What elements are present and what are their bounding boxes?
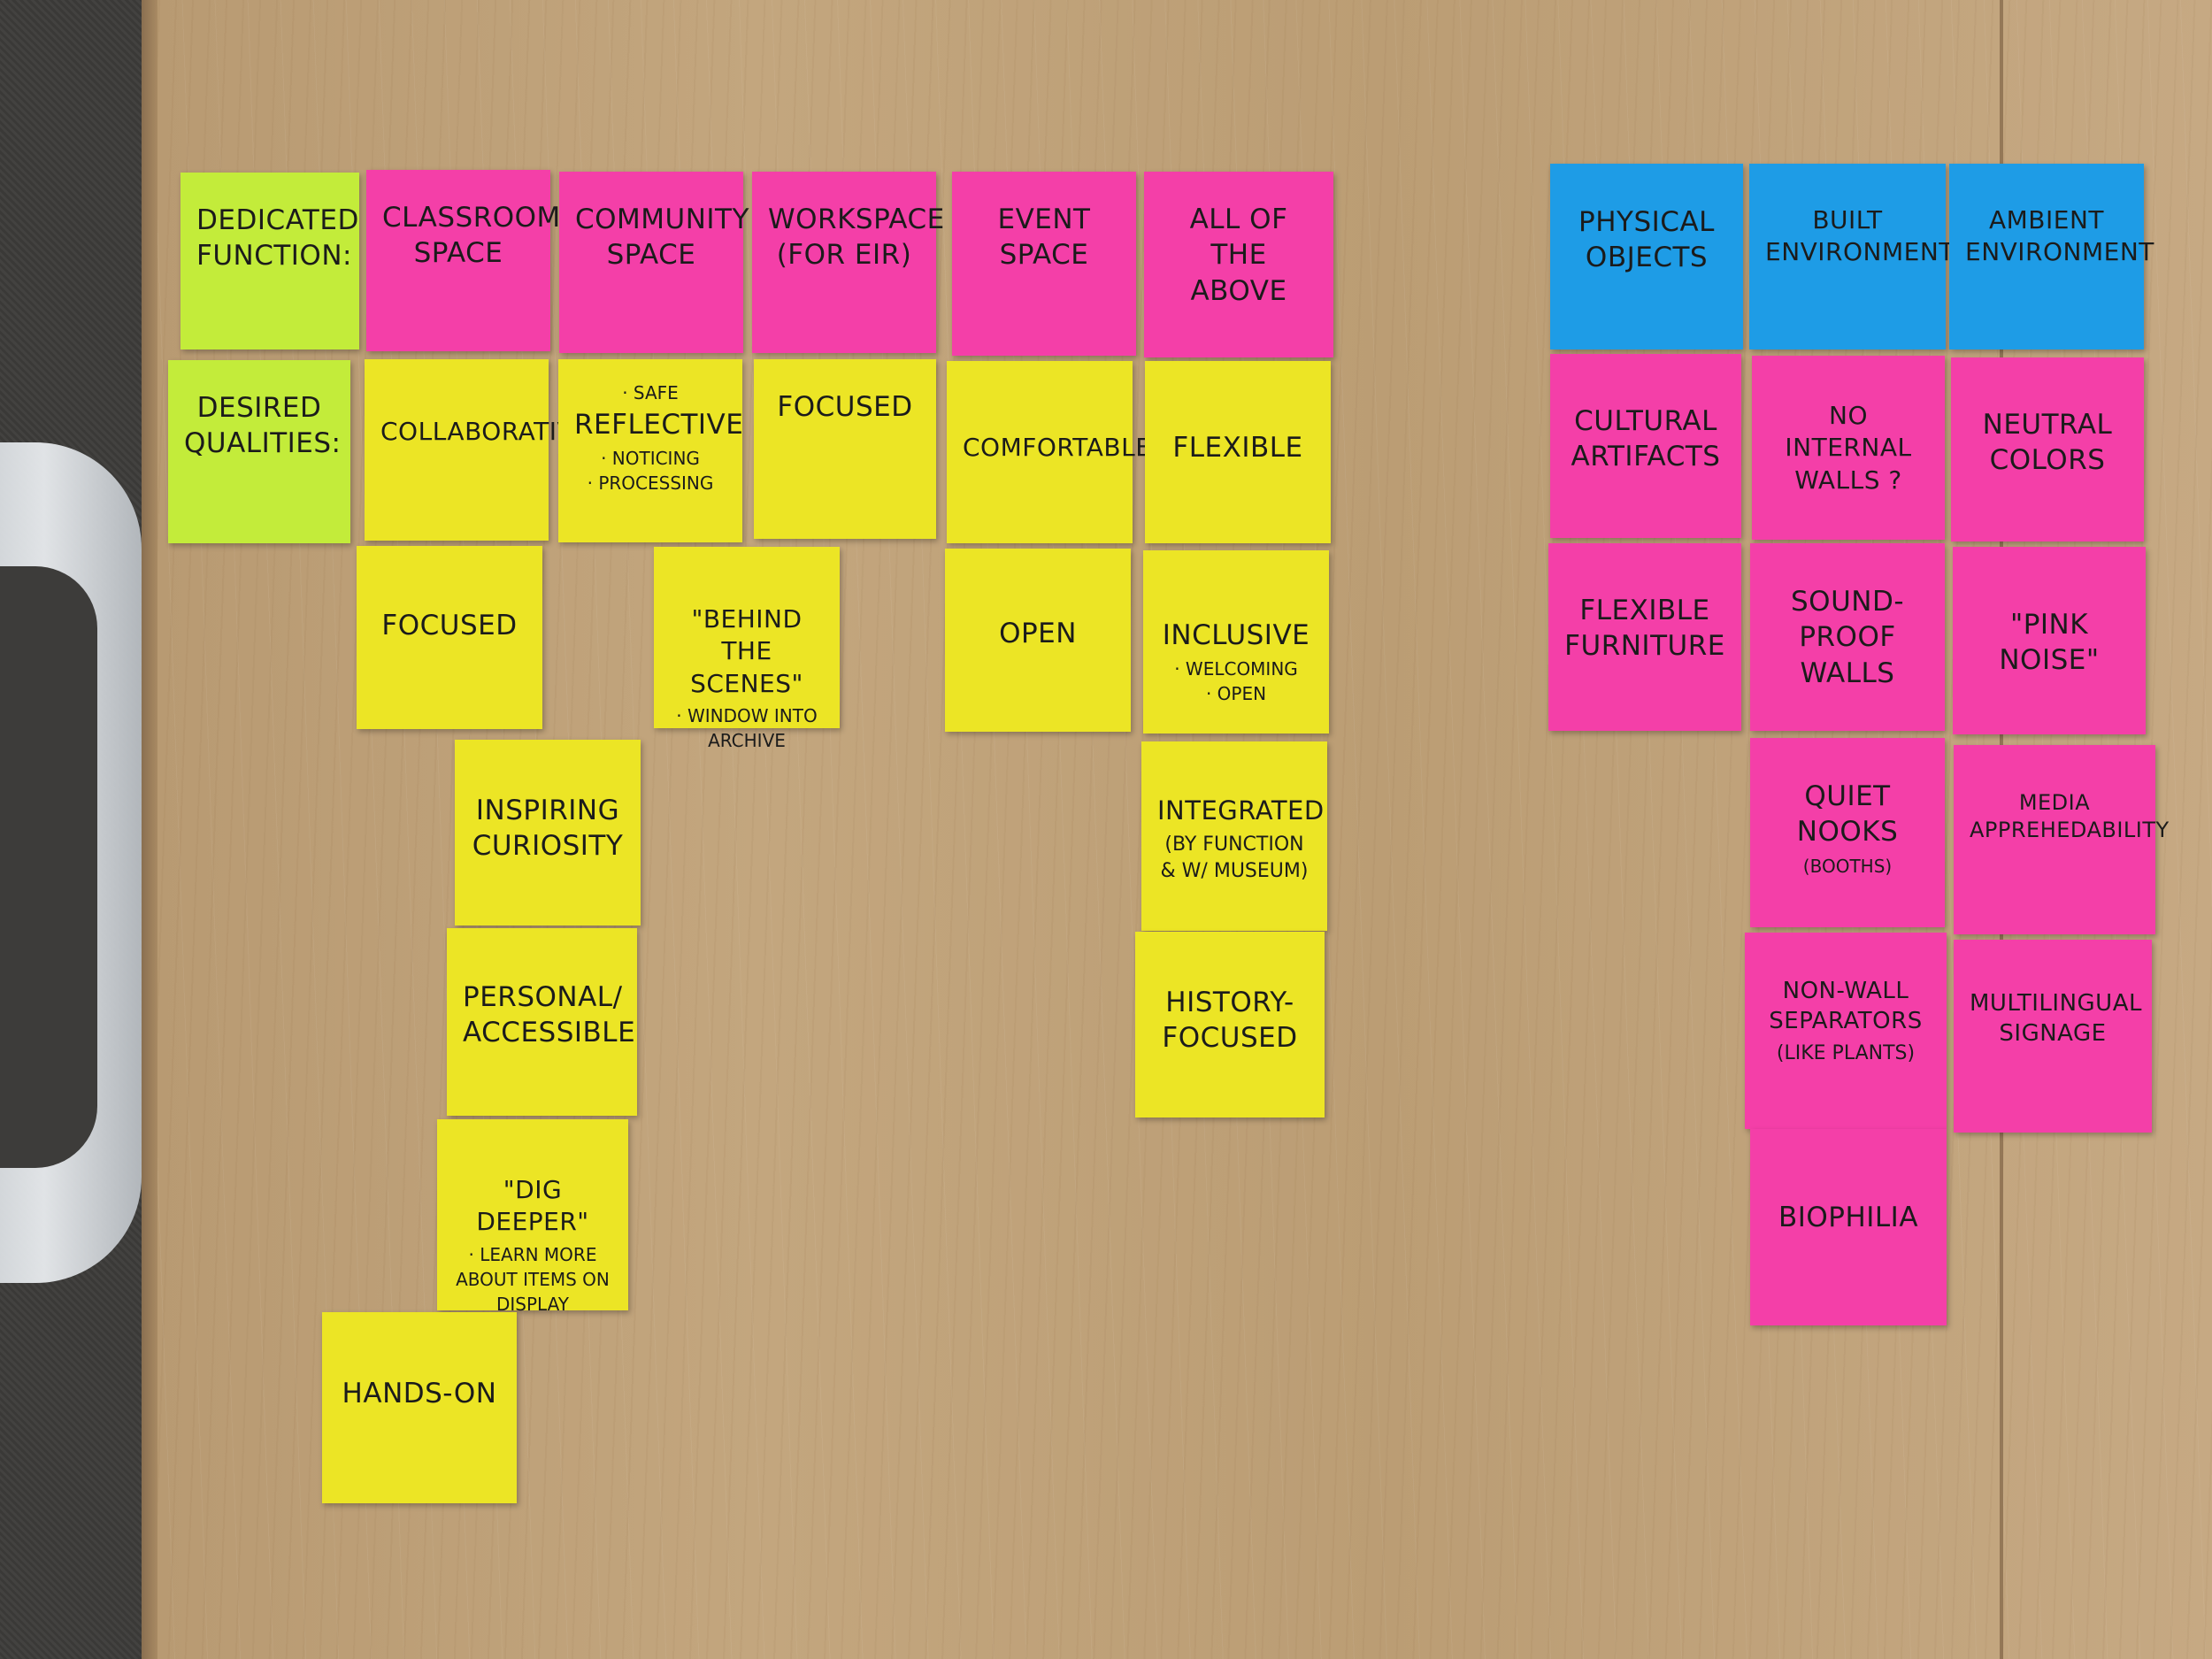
- sticky-note-inclusive: Inclusive · Welcoming · Open: [1143, 550, 1329, 733]
- sticky-note-workspace-focused: Focused: [754, 359, 936, 539]
- note-subtext: (like plants): [1761, 1041, 1931, 1068]
- note-text: Cultural Artifacts: [1566, 403, 1725, 475]
- note-text: Personal/ Accessible: [463, 979, 621, 1051]
- note-text: Inclusive: [1159, 618, 1313, 653]
- sticky-note-desired-qualities: Desired Qualities:: [168, 360, 350, 543]
- note-text: Focused: [373, 608, 526, 643]
- sticky-note-pink-noise: "Pink Noise": [1953, 547, 2146, 734]
- sticky-note-collaborative: Collaborative: [365, 359, 549, 541]
- sticky-note-media-apprehedability: Media Apprehedability: [1954, 745, 2155, 934]
- note-text: Focused: [770, 389, 920, 425]
- note-subtext: · Learn more about items on display: [453, 1242, 612, 1317]
- sticky-note-cultural-artifacts: Cultural Artifacts: [1550, 354, 1741, 538]
- note-text: Quiet Nooks: [1766, 779, 1929, 850]
- table-edge: [142, 0, 157, 1659]
- note-text: Media Apprehedability: [1970, 789, 2139, 844]
- sticky-note-classroom-space: Classroom Space: [366, 170, 550, 351]
- note-text: "Behind the Scenes": [670, 603, 824, 700]
- note-text: All of the Above: [1160, 202, 1317, 309]
- note-text: Physical Objects: [1566, 204, 1727, 276]
- sticky-note-dig-deeper: "Dig Deeper" · Learn more about items on…: [437, 1119, 628, 1310]
- note-subtext: · Noticing · Processing: [574, 446, 726, 495]
- sticky-note-dedicated-function: Dedicated Function:: [180, 173, 359, 349]
- note-text: Workspace (for EIR): [768, 202, 920, 273]
- note-text: Ambient Environment: [1965, 204, 2128, 269]
- note-text: "Dig Deeper": [453, 1174, 612, 1239]
- note-text: Open: [961, 616, 1115, 651]
- sticky-note-flexible: Flexible: [1145, 361, 1331, 543]
- note-text: Multilingual Signage: [1970, 989, 2136, 1049]
- note-text: Neutral Colors: [1967, 407, 2128, 479]
- note-text: Desired Qualities:: [184, 390, 334, 462]
- sticky-note-no-internal-walls: No Internal Walls ?: [1752, 356, 1945, 540]
- note-text: Flexible: [1161, 430, 1315, 465]
- note-text: Non-Wall Separators: [1761, 977, 1931, 1037]
- sticky-note-ambient-environment: Ambient Environment: [1949, 164, 2144, 349]
- note-text: History- Focused: [1151, 985, 1309, 1056]
- note-text: Event Space: [968, 202, 1120, 273]
- note-text: "Pink Noise": [1969, 607, 2130, 679]
- sticky-note-biophilia: Biophilia: [1750, 1129, 1947, 1325]
- note-subtext: · Welcoming · Open: [1159, 657, 1313, 706]
- sticky-note-soundproof-walls: Sound- Proof Walls: [1750, 543, 1945, 731]
- sticky-note-quiet-nooks: Quiet Nooks (Booths): [1750, 738, 1945, 927]
- note-text: No Internal Walls ?: [1768, 400, 1929, 496]
- note-subtext: (Booths): [1766, 854, 1929, 879]
- note-text: Reflective: [574, 407, 726, 442]
- note-text: Sound- Proof Walls: [1766, 584, 1929, 691]
- sticky-note-built-environment: Built Environment: [1749, 164, 1946, 349]
- sticky-note-personal-accessible: Personal/ Accessible: [447, 928, 637, 1116]
- sticky-note-comfortable: Comfortable: [947, 361, 1133, 543]
- sticky-note-history-focused: History- Focused: [1135, 932, 1325, 1118]
- note-text: Flexible Furniture: [1564, 593, 1725, 664]
- note-text: Integrated: [1157, 795, 1311, 828]
- sticky-note-multilingual-signage: Multilingual Signage: [1954, 940, 2152, 1133]
- sticky-note-neutral-colors: Neutral Colors: [1951, 357, 2144, 541]
- note-subtext: · Window into archive: [670, 703, 824, 753]
- sticky-note-behind-the-scenes: "Behind the Scenes" · Window into archiv…: [654, 547, 840, 728]
- sticky-note-classroom-focused: Focused: [357, 546, 542, 729]
- note-text: Biophilia: [1766, 1200, 1931, 1235]
- note-text: Classroom Space: [382, 200, 534, 272]
- note-text: Hands-On: [338, 1376, 501, 1411]
- sticky-note-workspace: Workspace (for EIR): [752, 172, 936, 353]
- sticky-note-physical-objects: Physical Objects: [1550, 164, 1743, 349]
- note-text: Inspiring Curiosity: [471, 793, 625, 864]
- sticky-note-integrated: Integrated (by function & w/ museum): [1141, 741, 1327, 931]
- sticky-note-flexible-furniture: Flexible Furniture: [1548, 543, 1741, 731]
- sticky-note-event-space: Event Space: [952, 172, 1136, 356]
- note-subtext: · Safe: [574, 380, 726, 405]
- sticky-note-all-of-the-above: All of the Above: [1144, 172, 1333, 357]
- note-text: Community Space: [575, 202, 727, 273]
- sticky-note-community-space: Community Space: [559, 172, 743, 353]
- sticky-note-non-wall-separators: Non-Wall Separators (like plants): [1745, 933, 1947, 1129]
- note-subtext: (by function & w/ museum): [1157, 832, 1311, 887]
- note-text: Built Environment: [1765, 204, 1930, 269]
- sticky-note-reflective: · Safe Reflective · Noticing · Processin…: [558, 359, 742, 542]
- chair-gap: [0, 566, 97, 1168]
- note-text: Comfortable: [963, 432, 1117, 464]
- note-text: Collaborative: [380, 416, 533, 448]
- note-text: Dedicated Function:: [196, 203, 343, 274]
- sticky-note-inspiring-curiosity: Inspiring Curiosity: [455, 740, 641, 926]
- sticky-note-hands-on: Hands-On: [322, 1312, 517, 1503]
- sticky-note-open: Open: [945, 549, 1131, 732]
